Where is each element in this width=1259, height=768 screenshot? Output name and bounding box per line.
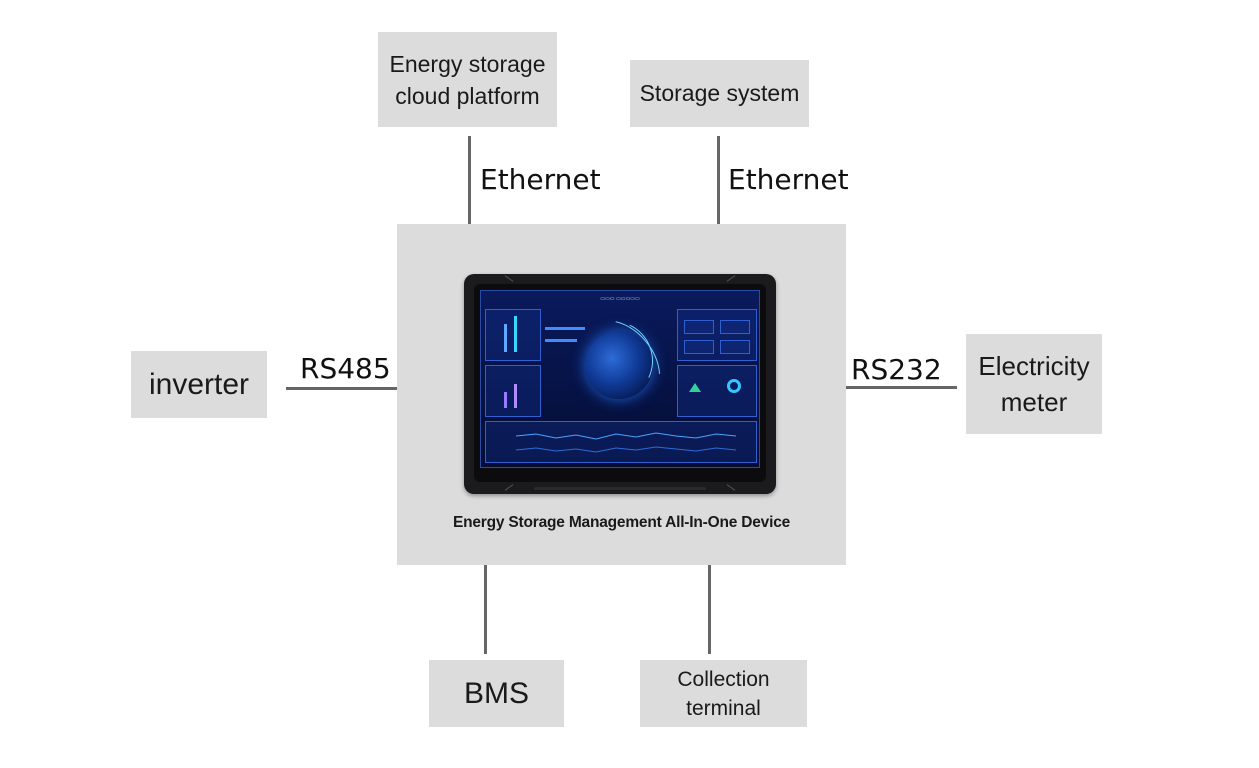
- node-collection-terminal: Collection terminal: [640, 660, 807, 727]
- screen-line-chart: [515, 432, 737, 453]
- connector-storage: [717, 136, 720, 226]
- screen-ring-gauge: [727, 379, 741, 393]
- device-panel: ▭▭▭ ▭▭▭▭▭: [397, 224, 846, 565]
- node-inverter-label: inverter: [148, 367, 250, 401]
- device-tablet-image: ▭▭▭ ▭▭▭▭▭: [464, 274, 776, 494]
- screen-info-line: [545, 327, 585, 330]
- screen-panel-right-top: [677, 309, 757, 361]
- tablet-bottom-slot: [534, 487, 706, 490]
- node-collection-terminal-label: Collection terminal: [677, 667, 770, 720]
- connector-inverter: [286, 387, 398, 390]
- screen-info-line: [545, 339, 577, 342]
- screen-bar: [514, 384, 517, 408]
- tablet-corner-mark: [726, 484, 736, 491]
- screen-globe: [585, 331, 653, 399]
- edge-label-storage: Ethernet: [728, 163, 849, 196]
- device-caption: Energy Storage Management All-In-One Dev…: [452, 514, 791, 531]
- node-storage-system: Storage system: [630, 60, 809, 127]
- screen-bar: [504, 324, 507, 352]
- node-inverter: inverter: [131, 351, 267, 418]
- tablet-screen: ▭▭▭ ▭▭▭▭▭: [480, 290, 760, 468]
- tablet-corner-mark: [504, 484, 514, 491]
- screen-triangle-indicator: [689, 383, 701, 392]
- node-bms-label: BMS: [463, 676, 529, 710]
- tablet-corner-mark: [726, 275, 736, 282]
- screen-tile: [684, 320, 714, 334]
- connector-cloud: [468, 136, 471, 226]
- edge-label-meter: RS232: [851, 353, 942, 386]
- node-electricity-meter-label: Electricity meter: [978, 351, 1090, 417]
- screen-bar: [514, 316, 517, 352]
- screen-tile: [684, 340, 714, 354]
- screen-tile: [720, 320, 750, 334]
- node-storage-system-label: Storage system: [639, 80, 800, 106]
- edge-label-inverter: RS485: [300, 352, 391, 385]
- connector-collection: [708, 564, 711, 654]
- screen-bar: [504, 392, 507, 408]
- connector-bms: [484, 564, 487, 654]
- screen-title-bar: ▭▭▭ ▭▭▭▭▭: [600, 296, 640, 302]
- tablet-corner-mark: [504, 275, 514, 282]
- screen-panel-left-bottom: [485, 365, 541, 417]
- node-cloud-platform: Energy storage cloud platform: [378, 32, 557, 127]
- node-cloud-platform-label: Energy storage cloud platform: [389, 50, 546, 109]
- edge-label-cloud: Ethernet: [480, 163, 601, 196]
- connector-meter: [845, 386, 957, 389]
- screen-panel-left-top: [485, 309, 541, 361]
- screen-tile: [720, 340, 750, 354]
- node-electricity-meter: Electricity meter: [966, 334, 1102, 434]
- screen-panel-bottom: [485, 421, 757, 463]
- node-bms: BMS: [429, 660, 564, 727]
